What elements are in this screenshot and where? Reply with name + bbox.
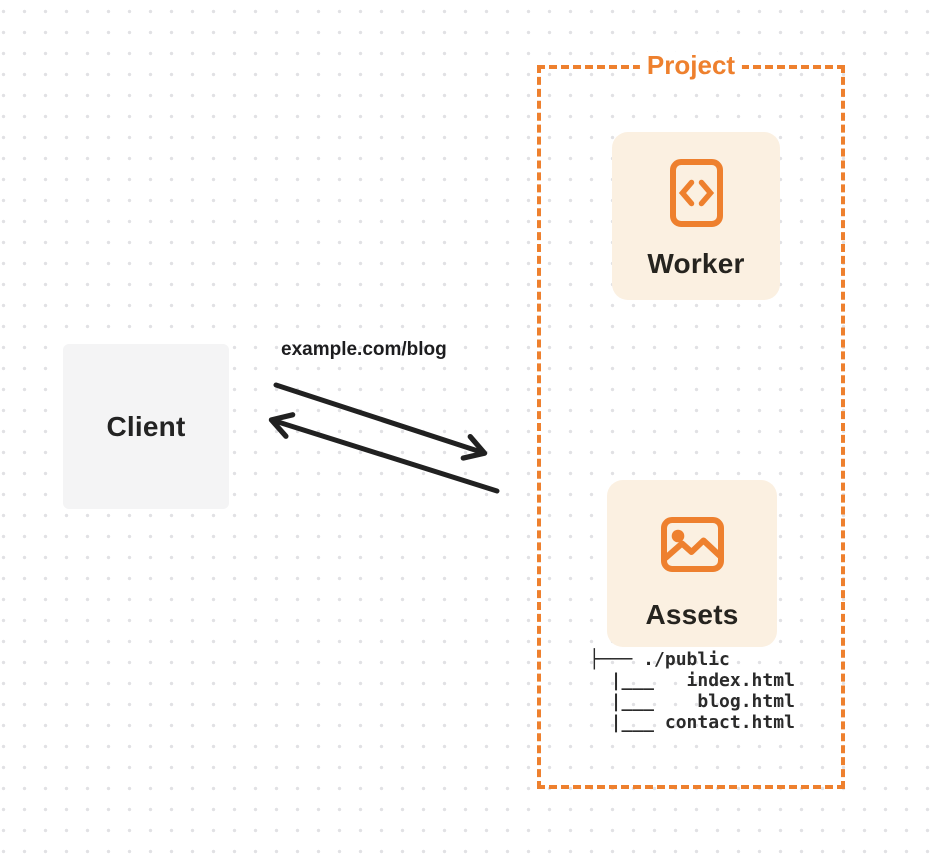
client-box: Client xyxy=(63,344,229,509)
assets-card: Assets xyxy=(607,480,777,647)
code-document-icon xyxy=(669,159,723,227)
request-url-label: example.com/blog xyxy=(281,339,447,360)
assets-file-tree: ├─── ./public |___ index.html |___ blog.… xyxy=(589,649,795,733)
image-icon xyxy=(660,517,724,572)
worker-card: Worker xyxy=(612,132,780,300)
project-label: Project xyxy=(639,52,743,79)
project-boundary: Project Worker Assets ├─── ./public |___… xyxy=(537,52,845,789)
assets-label: Assets xyxy=(645,599,739,630)
worker-label: Worker xyxy=(647,248,745,279)
response-arrow xyxy=(268,412,500,494)
client-label: Client xyxy=(106,410,186,442)
request-arrow xyxy=(273,382,488,461)
